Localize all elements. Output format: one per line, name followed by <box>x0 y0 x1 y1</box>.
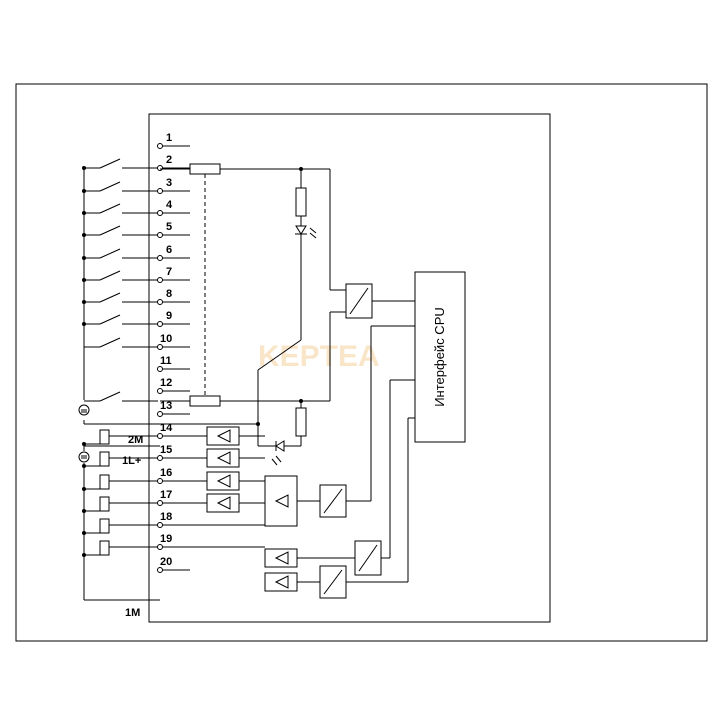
terminal-number-19: 19 <box>160 533 172 545</box>
terminal-10 <box>157 344 163 350</box>
input-switch-4 <box>99 203 121 214</box>
terminal-number-9: 9 <box>166 310 172 322</box>
input-switch-5 <box>99 225 121 236</box>
terminal-number-17: 17 <box>160 489 172 501</box>
input-switch-11 <box>99 391 121 402</box>
terminal-number-16: 16 <box>160 467 172 479</box>
input-led-icon <box>295 225 307 235</box>
terminal-16 <box>157 478 163 484</box>
input-switch-8 <box>99 292 121 303</box>
input-led-resistor <box>295 187 307 217</box>
terminal-6 <box>157 255 163 261</box>
output-load-19 <box>99 540 110 556</box>
terminal-13 <box>157 411 163 417</box>
terminal-15 <box>157 455 163 461</box>
output-led-resistor <box>295 407 307 437</box>
terminal-number-15: 15 <box>160 444 172 456</box>
cpu-interface-label: Интерфейс CPU <box>432 307 447 407</box>
input-resistor-top <box>189 163 221 175</box>
output-load-15 <box>99 451 110 467</box>
terminal-11 <box>157 366 163 372</box>
terminal-number-11: 11 <box>160 355 172 367</box>
watermark-text: KEPTEA <box>258 340 380 373</box>
terminal-7 <box>157 277 163 283</box>
terminal-number-18: 18 <box>160 511 172 523</box>
module-outline <box>148 113 551 623</box>
terminal-number-4: 4 <box>166 199 173 211</box>
input-switch-9 <box>99 314 121 325</box>
terminal-3 <box>157 188 163 194</box>
terminal-20 <box>157 567 163 573</box>
outer-frame <box>15 83 708 642</box>
terminal-18 <box>157 522 163 528</box>
output-load-17 <box>99 496 110 512</box>
output-loads <box>82 429 158 557</box>
terminal-number-6: 6 <box>166 244 172 256</box>
input-switch-10 <box>99 337 121 348</box>
terminal-2 <box>157 165 163 171</box>
terminal-8 <box>157 299 163 305</box>
terminal-1 <box>157 143 163 149</box>
terminal-5 <box>157 232 163 238</box>
output-load-18 <box>99 518 110 534</box>
output-led-icon <box>275 440 285 452</box>
input-switches <box>82 158 158 402</box>
label-1m: 1M <box>125 607 140 619</box>
terminal-number-1: 1 <box>166 132 172 144</box>
input-switch-6 <box>99 248 121 259</box>
terminal-number-2: 2 <box>166 154 172 166</box>
terminal-17 <box>157 500 163 506</box>
terminal-number-5: 5 <box>166 221 172 233</box>
input-switch-7 <box>99 270 121 281</box>
output-load-14 <box>99 429 110 445</box>
terminal-19 <box>157 544 163 550</box>
cpu-interface-box <box>414 271 466 443</box>
terminal-number-7: 7 <box>166 266 172 278</box>
terminal-number-14: 14 <box>160 422 173 434</box>
input-switch-2 <box>99 158 121 169</box>
terminal-number-8: 8 <box>166 288 172 300</box>
terminal-number-13: 13 <box>160 400 172 412</box>
label-2m: 2M <box>128 434 143 446</box>
output-drivers <box>163 426 265 548</box>
terminal-9 <box>157 321 163 327</box>
terminal-4 <box>157 210 163 216</box>
output-load-16 <box>99 474 110 490</box>
terminal-number-12: 12 <box>160 377 172 389</box>
terminal-number-10: 10 <box>160 333 172 345</box>
input-resistor-bottom <box>189 395 221 407</box>
terminal-number-20: 20 <box>160 556 172 568</box>
input-switch-3 <box>99 181 121 192</box>
terminal-12 <box>157 388 163 394</box>
terminal-number-3: 3 <box>166 177 172 189</box>
terminal-14 <box>157 433 163 439</box>
label-1l: 1L+ <box>122 455 141 467</box>
output-supply-icon <box>78 451 90 463</box>
